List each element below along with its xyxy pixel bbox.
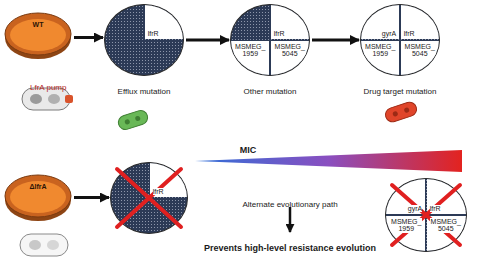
progression-arrow [74,196,109,199]
circle-outline: gyrA lfrR MSMEG_ 1959 MSMEG_ 5045 [360,4,440,76]
genotype-circle: lfrREfflux mutation [104,4,184,76]
gene-quadrant: lfrR [271,5,309,39]
annotation-label: Prevents high-level resistance evolution [204,243,376,253]
gene-quadrant: MSMEG_ 5045 [271,41,309,75]
stage-caption: Other mutation [244,87,297,96]
genotype-circle: gyrAlfrRMSMEG_ 1959MSMEG_ 5045Drug targe… [360,4,440,76]
gene-name: lfrR [153,188,164,196]
plate-outline [4,172,72,222]
red-cross [392,185,460,245]
gene-name: lfrR [430,205,441,213]
red-cross [117,169,181,227]
gene-name: MSMEG_ 1959 [234,43,266,58]
gene-quadrant: gyrA [361,5,399,39]
gene-name: MSMEG_ 1959 [364,43,396,58]
annotation-label: MIC [240,145,257,155]
gene-name: gyrA [382,30,396,38]
annotation-label: Alternate evolutionary path [242,200,337,209]
genotype-circle: lfrRMSMEG_ 1959MSMEG_ 5045Other mutation [230,4,310,76]
annotation-label: LfrA pump [30,83,66,92]
gene-name: MSMEG_ 5045 [404,43,436,58]
stage-caption: Efflux mutation [118,87,171,96]
gene-quadrant: MSMEG_ 5045 [401,41,439,75]
gene-quadrant: MSMEG_ 1959 [361,41,399,75]
circle-outline: lfrR [104,4,184,76]
culture-plate: WT [4,10,72,60]
gene-name: lfrR [148,30,159,38]
gene-quadrant: lfrR [401,5,439,39]
plate-outline [4,10,72,60]
stage-caption: Drug target mutation [364,87,437,96]
gene-name: lfrR [404,30,415,38]
down-arrow [289,207,292,232]
progression-arrow [312,39,359,42]
strain-label: WT [33,21,44,28]
gene-name: MSMEG_ 1959 [390,218,422,233]
circle-outline: lfrR MSMEG_ 1959 MSMEG_ 5045 [230,4,310,76]
knockout-bacterium [20,234,68,256]
strain-label: ΔlfrA [29,183,46,190]
green-bacterium [117,109,150,132]
progression-arrow [74,36,103,39]
progression-arrow [186,39,229,42]
gene-name: lfrR [274,30,285,38]
gene-quadrant: MSMEG_ 1959 [231,41,269,75]
gene-quadrant: lfrR [145,5,183,39]
gene-name: MSMEG_ 5045 [430,218,462,233]
red-bacterium [384,100,419,123]
culture-plate: ΔlfrA [4,172,72,222]
gene-name: MSMEG_ 5045 [274,43,306,58]
mic-gradient-wedge [195,150,462,172]
gene-name: gyrA [408,205,422,213]
